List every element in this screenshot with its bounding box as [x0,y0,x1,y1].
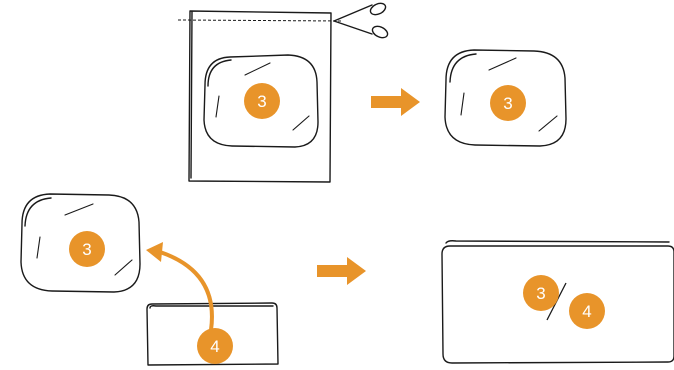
combined-card: 3 4 [441,240,674,364]
pad-cut-out: 3 [444,49,567,147]
badge [244,83,280,119]
arrow-right-icon [371,88,420,116]
badge [197,328,233,364]
badge [69,231,105,267]
scissors-icon [333,2,389,39]
bag-outline [188,10,332,183]
badge [523,275,559,311]
arrow-right-icon [317,257,366,285]
pad-in-bag: 3 [203,54,319,148]
badge-label: 4 [582,302,591,321]
badge-label: 4 [210,337,219,356]
badge-label: 3 [503,94,512,113]
cut-line [177,19,343,22]
badge-label: 3 [82,240,91,259]
badge-label: 3 [536,284,545,303]
badge [490,85,526,121]
badge [569,293,605,329]
bag-with-pad: 3 [177,2,389,183]
curved-arrow-icon [146,242,214,332]
card-4: 4 [146,302,279,366]
pad-3: 3 [20,193,141,293]
badge-label: 3 [257,92,266,111]
